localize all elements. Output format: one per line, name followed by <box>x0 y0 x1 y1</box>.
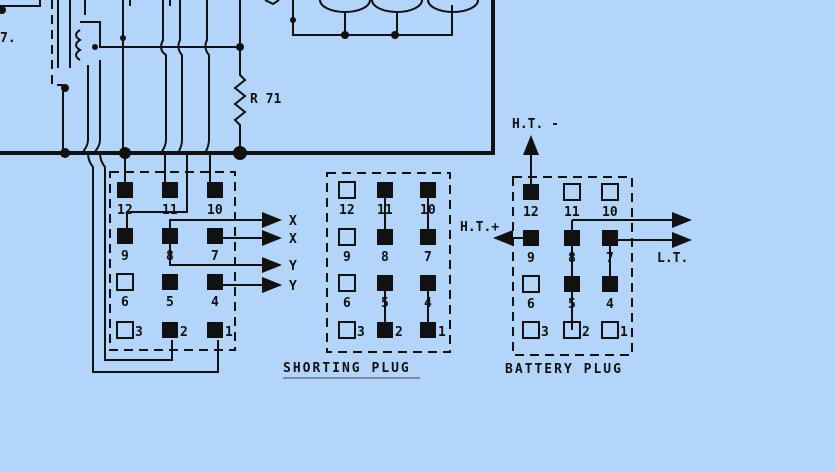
ht-plus-label: H.T.+ <box>460 220 499 235</box>
shorting-plug-pin-9 <box>338 228 356 246</box>
shorting-plug-pin-label: 11 <box>377 203 393 218</box>
shorting-plug-pin-1 <box>420 322 436 338</box>
battery-plug-pin-label: 6 <box>527 297 535 312</box>
shorting-plug-pin-label: 6 <box>343 296 351 311</box>
battery-plug-pin-label: 10 <box>602 205 618 220</box>
battery-plug-pin-12 <box>523 184 539 200</box>
shorting-plug-pin-label: 10 <box>420 203 436 218</box>
battery-plug-pin-label: 11 <box>564 205 580 220</box>
shorting-plug-pin-11 <box>377 182 393 198</box>
left-plug-pin-9 <box>117 228 133 244</box>
battery-plug-pin-label: 8 <box>568 251 576 266</box>
left-plug-pin-label: 4 <box>211 295 219 310</box>
shorting-plug-pin-label: 3 <box>357 325 365 340</box>
upper-circuit: 7. R 71 <box>0 0 495 160</box>
shorting-plug-pin-label: 9 <box>343 250 351 265</box>
shorting-plug-pin-label: 4 <box>424 296 432 311</box>
output-label-y1: Y <box>289 259 297 274</box>
left-plug-pin-label: 11 <box>162 203 178 218</box>
shorting-plug-pin-12 <box>338 181 356 199</box>
left-plug-pin-label: 9 <box>121 249 129 264</box>
battery-plug-pin-label: 9 <box>527 251 535 266</box>
shorting-plug-pin-4 <box>420 275 436 291</box>
battery-plug-pin-label: 12 <box>523 205 539 220</box>
shorting-plug-pin-7 <box>420 229 436 245</box>
ht-minus-label: H.T. - <box>512 117 559 132</box>
battery-plug-pin-label: 3 <box>541 325 549 340</box>
shorting-plug-pin-label: 5 <box>381 296 389 311</box>
battery-plug-pin-11 <box>563 183 581 201</box>
battery-plug-pin-8 <box>564 230 580 246</box>
battery-plug-pin-1 <box>601 321 619 339</box>
left-plug-pin-label: 1 <box>225 325 233 340</box>
battery-plug-pin-10 <box>601 183 619 201</box>
battery-plug-pin-label: 5 <box>568 297 576 312</box>
left-plug-pin-4 <box>207 274 223 290</box>
left-plug-pin-label: 6 <box>121 295 129 310</box>
shorting-plug-pin-label: 12 <box>339 203 355 218</box>
shorting-plug-pin-3 <box>338 321 356 339</box>
left-plug-pin-label: 7 <box>211 249 219 264</box>
left-plug-pin-8 <box>162 228 178 244</box>
shorting-plug-pin-label: 1 <box>438 325 446 340</box>
left-plug-pin-label: 8 <box>166 249 174 264</box>
output-label-y2: Y <box>289 279 297 294</box>
left-plug-pin-label: 10 <box>207 203 223 218</box>
battery-plug-pin-3 <box>522 321 540 339</box>
lt-label: L.T. <box>657 251 688 266</box>
left-plug-pin-11 <box>162 182 178 198</box>
left-plug-pin-label: 2 <box>180 325 188 340</box>
battery-plug-pin-9 <box>523 230 539 246</box>
left-plug-pin-label: 3 <box>135 325 143 340</box>
battery-plug-pin-6 <box>522 275 540 293</box>
left-plug-pin-10 <box>207 182 223 198</box>
left-plug-pin-5 <box>162 274 178 290</box>
partial-label: 7. <box>0 31 16 46</box>
battery-plug: 12 11 10 9 8 7 6 5 4 3 2 1 H.T. - H.T.+ L.T. BATTER… <box>460 117 692 377</box>
battery-plug-pin-label: 1 <box>620 325 628 340</box>
shorting-plug-pin-label: 7 <box>424 250 432 265</box>
shorting-plug-pin-6 <box>338 274 356 292</box>
battery-plug-pin-label: 2 <box>582 325 590 340</box>
left-plug: 12 11 10 9 8 7 6 5 4 3 2 1 X X Y Y <box>87 152 297 373</box>
left-plug-pin-12 <box>117 182 133 198</box>
shorting-plug-pin-label: 2 <box>395 325 403 340</box>
output-label-x1: X <box>289 214 297 229</box>
shorting-plug-pin-8 <box>377 229 393 245</box>
left-plug-pin-3 <box>116 321 134 339</box>
left-plug-pin-label: 12 <box>117 203 133 218</box>
shorting-plug-pin-label: 8 <box>381 250 389 265</box>
left-plug-pin-6 <box>116 273 134 291</box>
shorting-plug-pin-10 <box>420 182 436 198</box>
battery-plug-pin-label: 4 <box>606 297 614 312</box>
battery-plug-pin-4 <box>602 276 618 292</box>
battery-plug-pin-2 <box>563 321 581 339</box>
battery-plug-pin-7 <box>602 230 618 246</box>
left-plug-pin-1 <box>207 322 223 338</box>
shorting-plug-title: SHORTING PLUG <box>283 361 411 376</box>
left-plug-pin-2 <box>162 322 178 338</box>
shorting-plug-pin-5 <box>377 275 393 291</box>
battery-plug-pin-5 <box>564 276 580 292</box>
battery-plug-pin-label: 7 <box>606 251 614 266</box>
output-label-x2: X <box>289 232 297 247</box>
shorting-plug: 12 11 10 9 8 7 6 5 4 3 2 1 SHORTING PLUG <box>283 172 451 379</box>
resistor-label: R 71 <box>250 92 281 107</box>
battery-plug-title: BATTERY PLUG <box>505 362 623 377</box>
left-plug-pin-7 <box>207 228 223 244</box>
left-plug-pin-label: 5 <box>166 295 174 310</box>
shorting-plug-pin-2 <box>377 322 393 338</box>
left-plug-pins: 12 11 10 9 8 7 6 5 4 3 2 1 <box>116 182 233 340</box>
